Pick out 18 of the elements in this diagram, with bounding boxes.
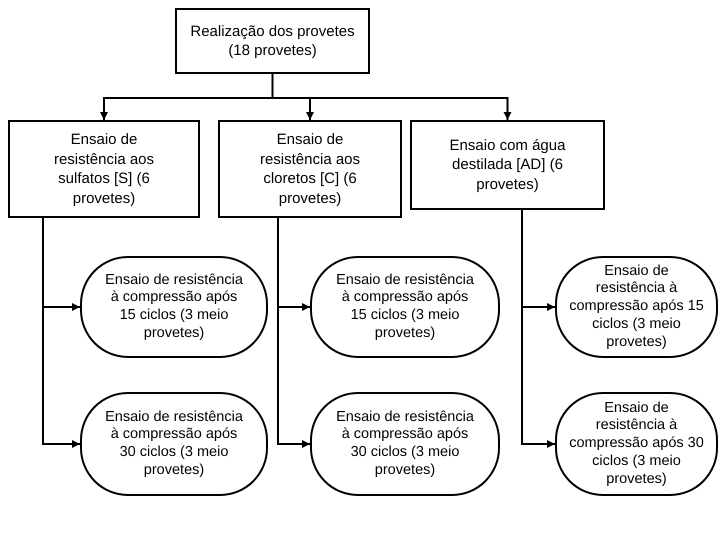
node-text: Realização dos provetes (18 provetes) <box>189 22 356 60</box>
node-text: Ensaio de resistência à compressão após 30 ciclos (3 meio provetes) <box>336 408 474 480</box>
node-text: Ensaio de resistência à compressão após 30 ciclos (3 meio provetes) <box>104 408 244 480</box>
arrow <box>521 210 555 448</box>
process-box <box>175 8 370 74</box>
process-box <box>218 120 402 218</box>
arrow <box>277 218 310 448</box>
process-box <box>8 120 200 218</box>
node-text: Ensaio de resistência à compressão após 15 ciclos (3 meio provetes) <box>569 262 704 352</box>
node-text: Ensaio de resistência à compressão após 15 ciclos (3 meio provetes) <box>104 272 244 342</box>
node-text: Ensaio de resistência à compressão após 30 ciclos (3 meio provetes) <box>569 400 704 488</box>
arrow <box>272 74 512 120</box>
node-text: Ensaio com água destilada [AD] (6 provetes) <box>448 136 566 194</box>
node-text: Ensaio de resistência aos cloretos [C] (6 provetes) <box>258 130 362 208</box>
node-text: Ensaio de resistência à compressão após 15 ciclos (3 meio provetes) <box>336 272 474 342</box>
process-box <box>410 120 605 210</box>
arrow <box>42 218 80 448</box>
node-text: Ensaio de resistência aos sulfatos [S] (6 provetes) <box>52 130 156 208</box>
